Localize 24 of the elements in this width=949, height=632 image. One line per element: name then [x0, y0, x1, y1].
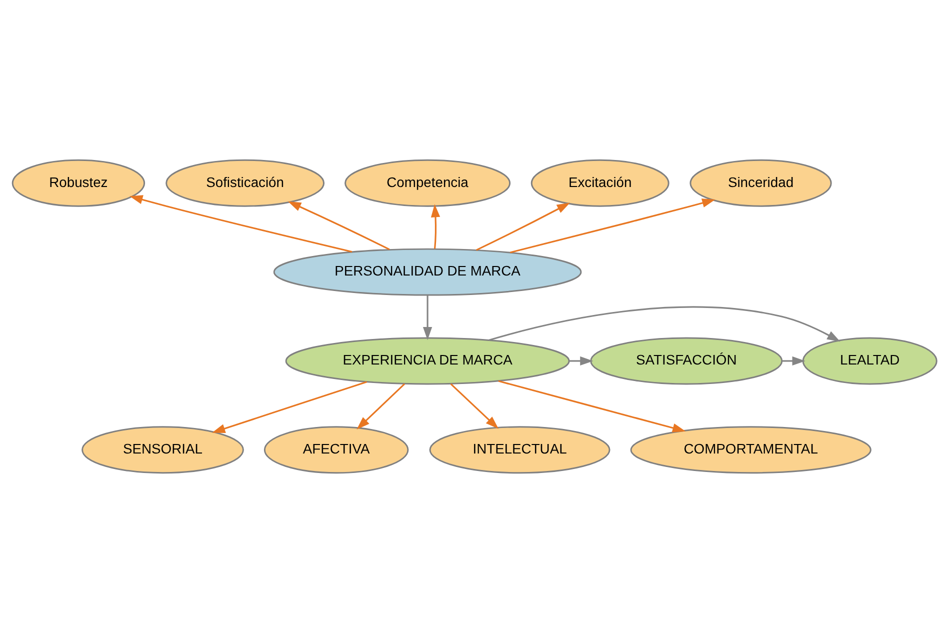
node-ellipse: LEALTAD [802, 336, 938, 384]
arrow [212, 380, 368, 432]
arrow [130, 194, 352, 252]
node-ellipse: SENSORIAL [82, 426, 244, 474]
node-ellipse: INTELECTUAL [429, 426, 610, 474]
arrow [422, 294, 432, 340]
node-ellipse: AFECTIVA [264, 426, 409, 474]
node-ellipse: Excitación [530, 158, 670, 206]
node-ellipse: COMPORTAMENTAL [630, 426, 872, 474]
node-ellipse: SATISFACCIÓN [590, 336, 783, 384]
node-ellipse: EXPERIENCIA DE MARCA [285, 336, 570, 384]
node-ellipse: Competencia [344, 158, 511, 206]
arrow [569, 356, 594, 366]
node-ellipse: Sofisticación [166, 158, 325, 206]
arrow [288, 200, 390, 250]
arrow [498, 380, 686, 432]
arrow [476, 202, 570, 250]
arrow [782, 356, 806, 366]
arrow [488, 306, 840, 342]
node-ellipse: PERSONALIDAD DE MARCA [273, 248, 582, 296]
arrow [510, 198, 716, 253]
arrow [356, 382, 406, 430]
arrow [430, 204, 440, 248]
arrow [450, 382, 499, 428]
